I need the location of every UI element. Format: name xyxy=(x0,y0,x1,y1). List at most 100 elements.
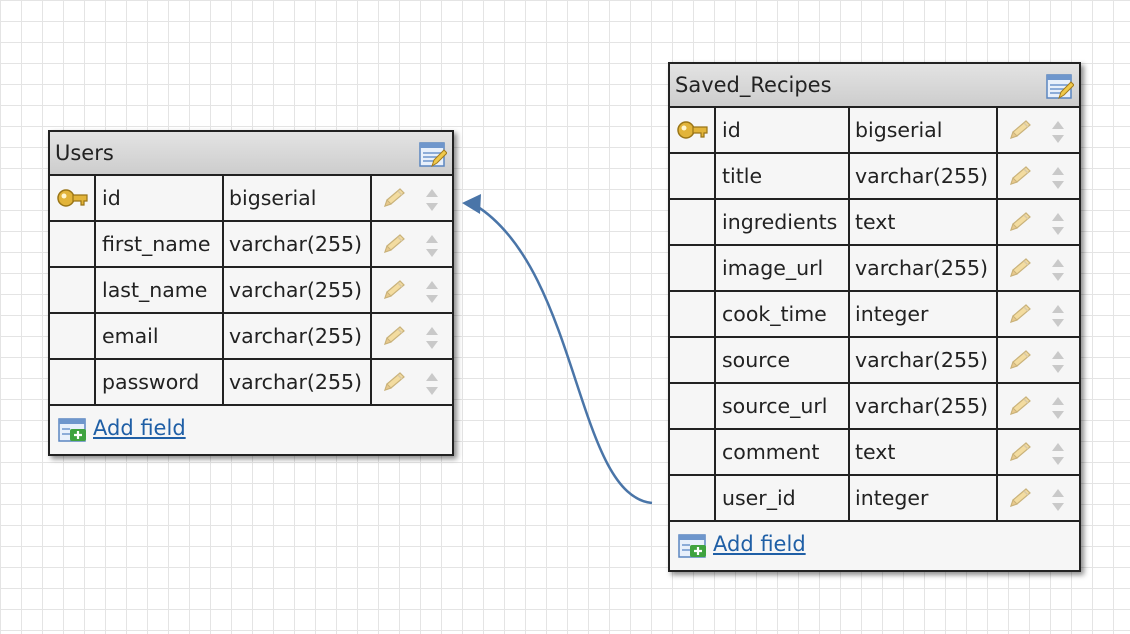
field-name-cell[interactable]: last_name xyxy=(96,268,224,312)
field-type-cell[interactable]: varchar(255) xyxy=(850,154,998,198)
key-cell xyxy=(50,314,96,358)
field-actions-cell xyxy=(998,200,1079,244)
sort-arrows-icon[interactable] xyxy=(1050,394,1066,426)
field-type: bigserial xyxy=(229,186,317,210)
field-type-cell[interactable]: varchar(255) xyxy=(224,360,372,404)
key-cell xyxy=(670,154,716,198)
pencil-icon[interactable] xyxy=(380,278,408,306)
sort-arrows-icon[interactable] xyxy=(424,370,440,402)
field-type-cell[interactable]: varchar(255) xyxy=(850,338,998,382)
add-field-link[interactable]: Add field xyxy=(93,416,186,440)
sort-arrows-icon[interactable] xyxy=(1050,210,1066,242)
field-actions-cell xyxy=(998,338,1079,382)
table-title: Saved_Recipes xyxy=(675,73,832,97)
pencil-icon[interactable] xyxy=(380,232,408,260)
field-name-cell[interactable]: source_url xyxy=(716,384,850,428)
field-row[interactable]: ingredients text xyxy=(670,200,1079,246)
field-row[interactable]: email varchar(255) xyxy=(50,314,452,360)
field-name-cell[interactable]: first_name xyxy=(96,222,224,266)
pencil-icon[interactable] xyxy=(1006,302,1034,330)
field-type-cell[interactable]: integer xyxy=(850,292,998,336)
field-type-cell[interactable]: varchar(255) xyxy=(224,268,372,312)
sort-arrows-icon[interactable] xyxy=(424,324,440,356)
field-type-cell[interactable]: varchar(255) xyxy=(850,384,998,428)
sort-arrows-icon[interactable] xyxy=(1050,486,1066,518)
field-type: varchar(255) xyxy=(855,164,989,188)
key-cell xyxy=(670,338,716,382)
key-cell xyxy=(50,176,96,220)
field-type-cell[interactable]: varchar(255) xyxy=(224,314,372,358)
field-row[interactable]: last_name varchar(255) xyxy=(50,268,452,314)
field-name-cell[interactable]: user_id xyxy=(716,476,850,520)
sort-arrows-icon[interactable] xyxy=(424,232,440,264)
field-name: ingredients xyxy=(722,210,838,234)
pencil-icon[interactable] xyxy=(1006,256,1034,284)
field-name: email xyxy=(102,324,159,348)
key-cell xyxy=(670,476,716,520)
field-type: varchar(255) xyxy=(229,370,363,394)
field-type-cell[interactable]: bigserial xyxy=(850,108,998,152)
field-row[interactable]: cook_time integer xyxy=(670,292,1079,338)
pencil-icon[interactable] xyxy=(1006,164,1034,192)
field-name: cook_time xyxy=(722,302,827,326)
field-type-cell[interactable]: text xyxy=(850,430,998,474)
field-name-cell[interactable]: id xyxy=(96,176,224,220)
sort-arrows-icon[interactable] xyxy=(1050,348,1066,380)
field-name-cell[interactable]: ingredients xyxy=(716,200,850,244)
pencil-icon[interactable] xyxy=(380,186,408,214)
field-name-cell[interactable]: title xyxy=(716,154,850,198)
field-row[interactable]: id bigserial xyxy=(670,108,1079,154)
field-type: varchar(255) xyxy=(229,278,363,302)
field-type-cell[interactable]: text xyxy=(850,200,998,244)
field-name-cell[interactable]: comment xyxy=(716,430,850,474)
field-name-cell[interactable]: image_url xyxy=(716,246,850,290)
add-field-row: Add field xyxy=(670,522,1079,570)
sort-arrows-icon[interactable] xyxy=(1050,440,1066,472)
field-name: id xyxy=(722,118,741,142)
sort-arrows-icon[interactable] xyxy=(1050,302,1066,334)
field-type-cell[interactable]: bigserial xyxy=(224,176,372,220)
pencil-icon[interactable] xyxy=(380,324,408,352)
pencil-icon[interactable] xyxy=(1006,394,1034,422)
field-name-cell[interactable]: email xyxy=(96,314,224,358)
edit-table-icon[interactable] xyxy=(1046,74,1075,100)
field-name: last_name xyxy=(102,278,208,302)
field-type-cell[interactable]: integer xyxy=(850,476,998,520)
edit-table-icon[interactable] xyxy=(419,142,448,168)
field-type-cell[interactable]: varchar(255) xyxy=(850,246,998,290)
sort-arrows-icon[interactable] xyxy=(1050,256,1066,288)
field-actions-cell xyxy=(372,268,452,312)
pencil-icon[interactable] xyxy=(1006,348,1034,376)
relation-line xyxy=(474,203,653,505)
add-field-icon[interactable] xyxy=(58,418,88,448)
pencil-icon[interactable] xyxy=(1006,440,1034,468)
pencil-icon[interactable] xyxy=(1006,118,1034,146)
field-name-cell[interactable]: cook_time xyxy=(716,292,850,336)
field-name-cell[interactable]: password xyxy=(96,360,224,404)
table-header[interactable]: Users xyxy=(50,132,452,176)
field-name-cell[interactable]: id xyxy=(716,108,850,152)
pencil-icon[interactable] xyxy=(1006,210,1034,238)
pencil-icon[interactable] xyxy=(380,370,408,398)
sort-arrows-icon[interactable] xyxy=(1050,164,1066,196)
sort-arrows-icon[interactable] xyxy=(424,278,440,310)
sort-arrows-icon[interactable] xyxy=(424,186,440,218)
sort-arrows-icon[interactable] xyxy=(1050,118,1066,150)
add-field-link[interactable]: Add field xyxy=(713,532,806,556)
table-header[interactable]: Saved_Recipes xyxy=(670,64,1079,108)
field-name-cell[interactable]: source xyxy=(716,338,850,382)
field-type-cell[interactable]: varchar(255) xyxy=(224,222,372,266)
add-field-icon[interactable] xyxy=(678,534,708,564)
pencil-icon[interactable] xyxy=(1006,486,1034,514)
